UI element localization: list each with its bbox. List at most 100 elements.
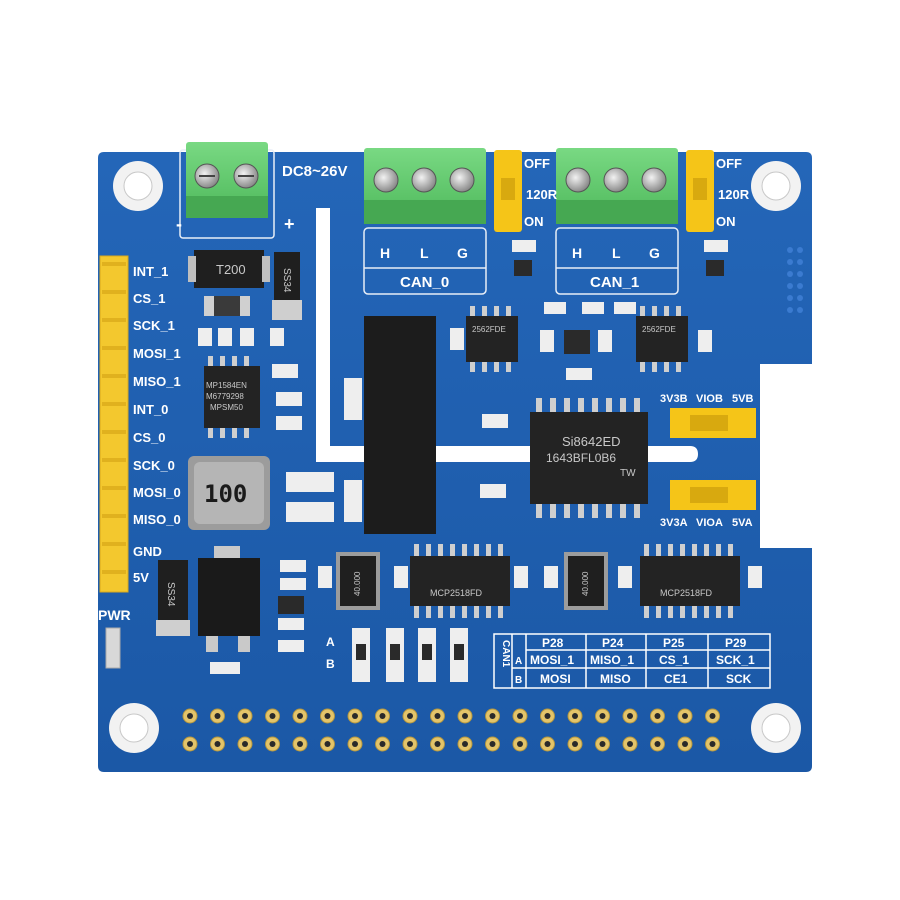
vioa-jumper	[670, 480, 756, 510]
transceiver-can1-label: 2562FDE	[642, 325, 676, 334]
can-table-row-a-label: A	[515, 656, 522, 667]
gpio-pad-hole	[709, 713, 716, 719]
gpio-pad-rows	[182, 708, 720, 752]
gpio-pad-hole	[407, 713, 413, 719]
transceiver-can0	[466, 306, 518, 372]
gpio-pad-hole	[682, 713, 688, 719]
jumper-a-mid-label: VIOA	[696, 517, 723, 529]
can-table-b-p29: SCK	[726, 672, 752, 686]
can1-on-label: ON	[716, 214, 736, 229]
can0-g-label: G	[457, 245, 468, 261]
can-table-side-label: CAN1	[500, 640, 511, 668]
can0-off-label: OFF	[524, 156, 550, 171]
can-table-a-p24: MISO_1	[590, 653, 634, 667]
gpio-pad-hole	[187, 713, 193, 719]
pin-header-left	[99, 255, 129, 593]
crystal-left-label: 40.000	[353, 571, 362, 596]
gpio-pad-hole	[462, 713, 468, 719]
t200-diode	[188, 250, 270, 288]
regulator-line2: M6779298	[206, 392, 244, 401]
isolator-line1: Si8642ED	[562, 434, 621, 449]
gpio-pad-hole	[324, 713, 331, 719]
minus-label: -	[176, 214, 182, 234]
gpio-pad-hole	[654, 713, 661, 719]
can-table-a-p29: SCK_1	[716, 653, 755, 667]
can-controller-0	[410, 544, 510, 618]
can1-l-label: L	[612, 245, 621, 261]
inductor-label: 100	[204, 480, 247, 508]
power-input-label: DC8~26V	[282, 163, 347, 180]
gpio-pad-hole	[214, 741, 221, 747]
ss34-diode-top	[272, 252, 302, 320]
jumper-b-mid-label: VIOB	[696, 393, 723, 405]
can0-terminal-block	[364, 148, 486, 224]
gpio-pad-hole	[682, 741, 688, 747]
can1-off-label: OFF	[716, 156, 742, 171]
pin-labels: INT_1 CS_1 SCK_1 MOSI_1 MISO_1 INT_0 CS_…	[133, 264, 181, 585]
isolator-line3: TW	[620, 468, 636, 479]
ss34-diode-bottom	[156, 560, 190, 636]
selection-pads	[352, 628, 468, 682]
gpio-pad-hole	[352, 741, 358, 747]
can-controller-1-label: MCP2518FD	[660, 588, 713, 598]
can-table-b-p25: CE1	[664, 672, 688, 686]
can-table-a-p28: MOSI_1	[530, 653, 574, 667]
crystal-right	[564, 552, 608, 610]
gpio-pad-hole	[269, 713, 276, 719]
inductor	[188, 456, 270, 530]
ss34-top-label: SS34	[281, 268, 292, 293]
pin-label-miso0: MISO_0	[133, 512, 181, 527]
can-controller-1	[640, 544, 740, 618]
jumper-a-left-label: 3V3A	[660, 517, 688, 529]
jumper-b-left-label: 3V3B	[660, 393, 688, 405]
mosfet	[198, 546, 260, 652]
mounting-holes	[109, 161, 801, 753]
can-table-header-p24: P24	[602, 636, 624, 650]
gpio-pad-hole	[379, 713, 386, 719]
can0-on-label: ON	[524, 214, 544, 229]
silk-outlines	[179, 149, 679, 295]
gpio-pad-hole	[517, 713, 523, 719]
passive-components	[198, 240, 762, 674]
pin-label-sck0: SCK_0	[133, 458, 175, 473]
can0-h-label: H	[380, 245, 390, 261]
pin-label-cs0: CS_0	[133, 430, 166, 445]
power-terminal-block	[186, 142, 268, 218]
can-table-row-b-label: B	[515, 675, 522, 686]
can0-120r-label: 120R	[526, 187, 558, 202]
gpio-pad-hole	[572, 741, 578, 747]
can1-120r-label: 120R	[718, 187, 750, 202]
plus-label: +	[284, 214, 295, 234]
t200-label: T200	[216, 262, 246, 277]
pwr-label: PWR	[98, 607, 131, 623]
can1-label: CAN_1	[590, 274, 639, 291]
gpio-pad-hole	[517, 741, 523, 747]
can0-l-label: L	[420, 245, 429, 261]
gpio-pad-hole	[544, 713, 551, 719]
regulator-line3: MPSM50	[210, 403, 243, 412]
regulator-line1: MP1584EN	[206, 381, 247, 390]
gpio-pad-hole	[489, 713, 496, 719]
can-controller-0-label: MCP2518FD	[430, 588, 483, 598]
gpio-pad-hole	[352, 713, 358, 719]
pin-label-miso1: MISO_1	[133, 374, 181, 389]
transceiver-can0-label: 2562FDE	[472, 325, 506, 334]
can0-termination-jumper	[494, 150, 522, 232]
viob-jumper	[670, 408, 756, 438]
crystal-left	[336, 552, 380, 610]
can-table-header-p28: P28	[542, 636, 564, 650]
gpio-pad-hole	[242, 741, 248, 747]
pin-label-gnd: GND	[133, 544, 162, 559]
select-a-label: A	[326, 635, 335, 649]
pin-label-mosi1: MOSI_1	[133, 346, 181, 361]
isolator-chip	[530, 398, 648, 518]
crystal-right-label: 40.000	[581, 571, 590, 596]
can1-termination-jumper	[686, 150, 714, 232]
can-table-b-p24: MISO	[600, 672, 631, 686]
gpio-pad-hole	[297, 741, 303, 747]
pin-label-int1: INT_1	[133, 264, 168, 279]
ss34-bottom-label: SS34	[165, 582, 176, 607]
gpio-pad-hole	[654, 741, 661, 747]
pin-label-sck1: SCK_1	[133, 318, 175, 333]
